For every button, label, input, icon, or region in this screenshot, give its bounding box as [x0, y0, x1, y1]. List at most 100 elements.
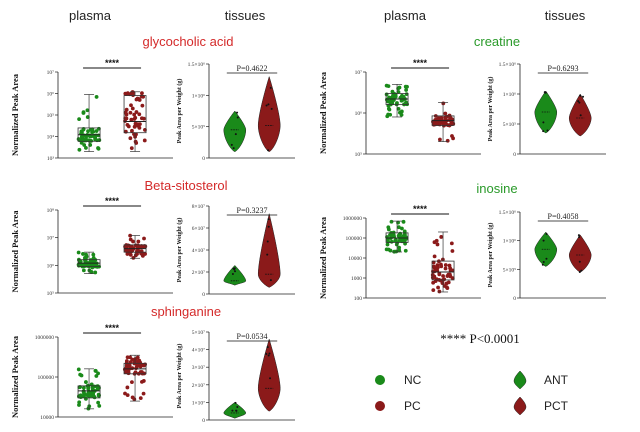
panel-beta-sitosterol-plasma-point: [131, 255, 136, 260]
panel-beta-sitosterol-plasma-point: [136, 243, 140, 248]
panel-beta-sitosterol-plasma-point: [76, 250, 81, 255]
panel-glycocholic-acid-tissues-violin-point: [265, 104, 268, 107]
panel-glycocholic-acid-tissues-tick-label: 1×10⁶: [192, 93, 205, 99]
panel-glycocholic-acid-plasma-tick-label: 10⁶: [47, 92, 55, 98]
panel-creatine-plasma-tick-label: 10⁵: [355, 152, 363, 158]
panel-glycocholic-acid-plasma-point: [94, 129, 99, 133]
panel-sphinganine-tissues-violin: [257, 338, 281, 412]
panel-inosine-plasma-tick-label: 1000000: [343, 216, 363, 222]
panel-inosine-plasma-point: [389, 219, 394, 224]
panel-glycocholic-acid: glycocholic acid10³10⁴10⁵10⁶10⁷Normalize…: [10, 34, 295, 162]
panel-glycocholic-acid-plasma-point: [140, 91, 144, 96]
panel-glycocholic-acid-plasma-sig-stars: ****: [105, 58, 120, 68]
panel-inosine-tissues-tick-label: 0: [513, 296, 516, 302]
panel-beta-sitosterol-tissues-violin: [257, 213, 281, 288]
panel-glycocholic-acid-plasma-ylabel: Normalized Peak Area: [10, 73, 20, 156]
panel-beta-sitosterol-plasma-point: [81, 252, 85, 256]
panel-inosine-title: inosine: [476, 181, 517, 196]
panel-glycocholic-acid-plasma-point: [94, 95, 99, 99]
panel-beta-sitosterol-tissues-ylabel: Peak Area per Weight (g): [176, 218, 183, 283]
panel-beta-sitosterol-plasma-tick-label: 10⁷: [47, 236, 55, 242]
panel-inosine-plasma-point: [436, 285, 440, 290]
legend-item-pc: PC: [375, 399, 421, 413]
panel-glycocholic-acid-plasma-point: [128, 110, 133, 115]
panel-inosine-plasma-point: [402, 229, 407, 234]
panel-beta-sitosterol-tissues-violin-point: [267, 218, 270, 221]
panel-inosine-plasma-point: [450, 249, 455, 253]
panel-creatine-plasma-point: [439, 115, 444, 120]
legend-item-pct-label: PCT: [544, 399, 569, 413]
panel-glycocholic-acid-plasma-point: [93, 135, 98, 140]
panel-sphinganine-plasma-point: [97, 403, 102, 408]
panel-sphinganine-plasma-tick-label: 10000: [40, 415, 54, 421]
panel-creatine-plasma-point: [404, 88, 409, 92]
panel-inosine-plasma-point: [446, 280, 451, 285]
panel-inosine-plasma-point: [386, 247, 391, 252]
panel-creatine-tissues-violin-point: [579, 94, 582, 97]
panel-beta-sitosterol-tissues-violin-point: [266, 240, 269, 243]
panel-sphinganine-plasma-tick-label: 100000: [38, 375, 55, 381]
panel-sphinganine-plasma-point: [137, 358, 142, 363]
panel-glycocholic-acid-tissues-ylabel: Peak Area per Weight (g): [176, 79, 183, 144]
panel-glycocholic-acid-tissues-violin: [223, 110, 247, 153]
panel-creatine-plasma-tick-label: 10⁷: [355, 70, 363, 76]
panel-sphinganine-plasma-point: [125, 355, 130, 360]
panel-inosine-tissues-tick-label: 5×10⁵: [503, 267, 516, 273]
panel-glycocholic-acid-plasma-point: [129, 103, 133, 108]
panel-creatine-plasma-tick-label: 10⁶: [355, 111, 363, 117]
legend-item-nc-label: NC: [404, 373, 422, 387]
panel-inosine-plasma-point: [434, 238, 439, 243]
panel-glycocholic-acid-tissues-violin-point: [269, 86, 272, 89]
legend-item-ant-marker: [513, 370, 527, 390]
panel-beta-sitosterol-tissues-tick-label: 2×10⁷: [192, 270, 205, 276]
panel-inosine-plasma-point: [439, 262, 443, 267]
panel-sphinganine-plasma-point: [123, 370, 128, 374]
panel-glycocholic-acid-tissues-tick-label: 5×10⁵: [192, 125, 205, 131]
panel-creatine-plasma-point: [443, 115, 447, 120]
panel-creatine-plasma-sig-stars: ****: [413, 58, 428, 68]
panel-glycocholic-acid-plasma-point: [81, 127, 86, 132]
panel-glycocholic-acid-plasma-point: [135, 96, 140, 101]
panel-sphinganine-tissues-violin-point: [235, 409, 238, 412]
panel-beta-sitosterol-plasma-point: [125, 252, 130, 256]
panel-sphinganine-plasma-point: [87, 394, 92, 398]
panel-sphinganine-title: sphinganine: [151, 304, 221, 319]
panel-inosine-tissues-tick-label: 1×10⁶: [503, 239, 516, 245]
panel-creatine-tissues-tick-label: 0: [513, 152, 516, 158]
panel-glycocholic-acid-title: glycocholic acid: [142, 34, 233, 49]
panel-beta-sitosterol-plasma-point: [84, 254, 89, 259]
panel-sphinganine-plasma-point: [123, 391, 127, 396]
panel-beta-sitosterol-tissues-tick-label: 8×10⁷: [192, 204, 205, 210]
panel-sphinganine: sphinganine100001000001000000Normalized …: [10, 304, 295, 424]
panel-creatine-tissues-tick-label: 1.5×10⁶: [499, 62, 516, 68]
panel-sphinganine-tissues-violin-point: [231, 409, 234, 412]
panel-glycocholic-acid-plasma-tick-label: 10³: [47, 156, 55, 162]
panel-beta-sitosterol-tissues-pval: P=0.3237: [237, 206, 268, 215]
panel-inosine-tissues-pval: P=0.4058: [548, 212, 579, 221]
panel-sphinganine-plasma-point: [140, 370, 144, 374]
panel-sphinganine-plasma-point: [89, 382, 94, 387]
panel-sphinganine-plasma-ylabel: Normalized Peak Area: [10, 335, 20, 418]
panel-inosine-plasma-point: [431, 288, 436, 293]
panel-creatine-plasma-point: [388, 112, 393, 117]
panel-glycocholic-acid-plasma-point: [86, 129, 90, 134]
panel-sphinganine-plasma-point: [96, 400, 101, 405]
panel-creatine-plasma-point: [396, 90, 401, 94]
panel-creatine-tissues-violin-point: [579, 114, 582, 117]
panel-creatine-plasma-point: [447, 113, 452, 118]
panel-beta-sitosterol-plasma-point: [89, 269, 94, 274]
panel-creatine-plasma-point: [386, 106, 391, 111]
panel-glycocholic-acid-plasma-point: [128, 136, 133, 141]
panel-sphinganine-tissues-tick-label: 3×10⁷: [192, 365, 205, 371]
panel-beta-sitosterol-plasma-ylabel: Normalized Peak Area: [10, 210, 20, 293]
panel-inosine-plasma-point: [442, 284, 447, 288]
panel-inosine-tissues-violin-point: [545, 257, 548, 260]
panel-creatine-plasma-point: [396, 106, 401, 111]
